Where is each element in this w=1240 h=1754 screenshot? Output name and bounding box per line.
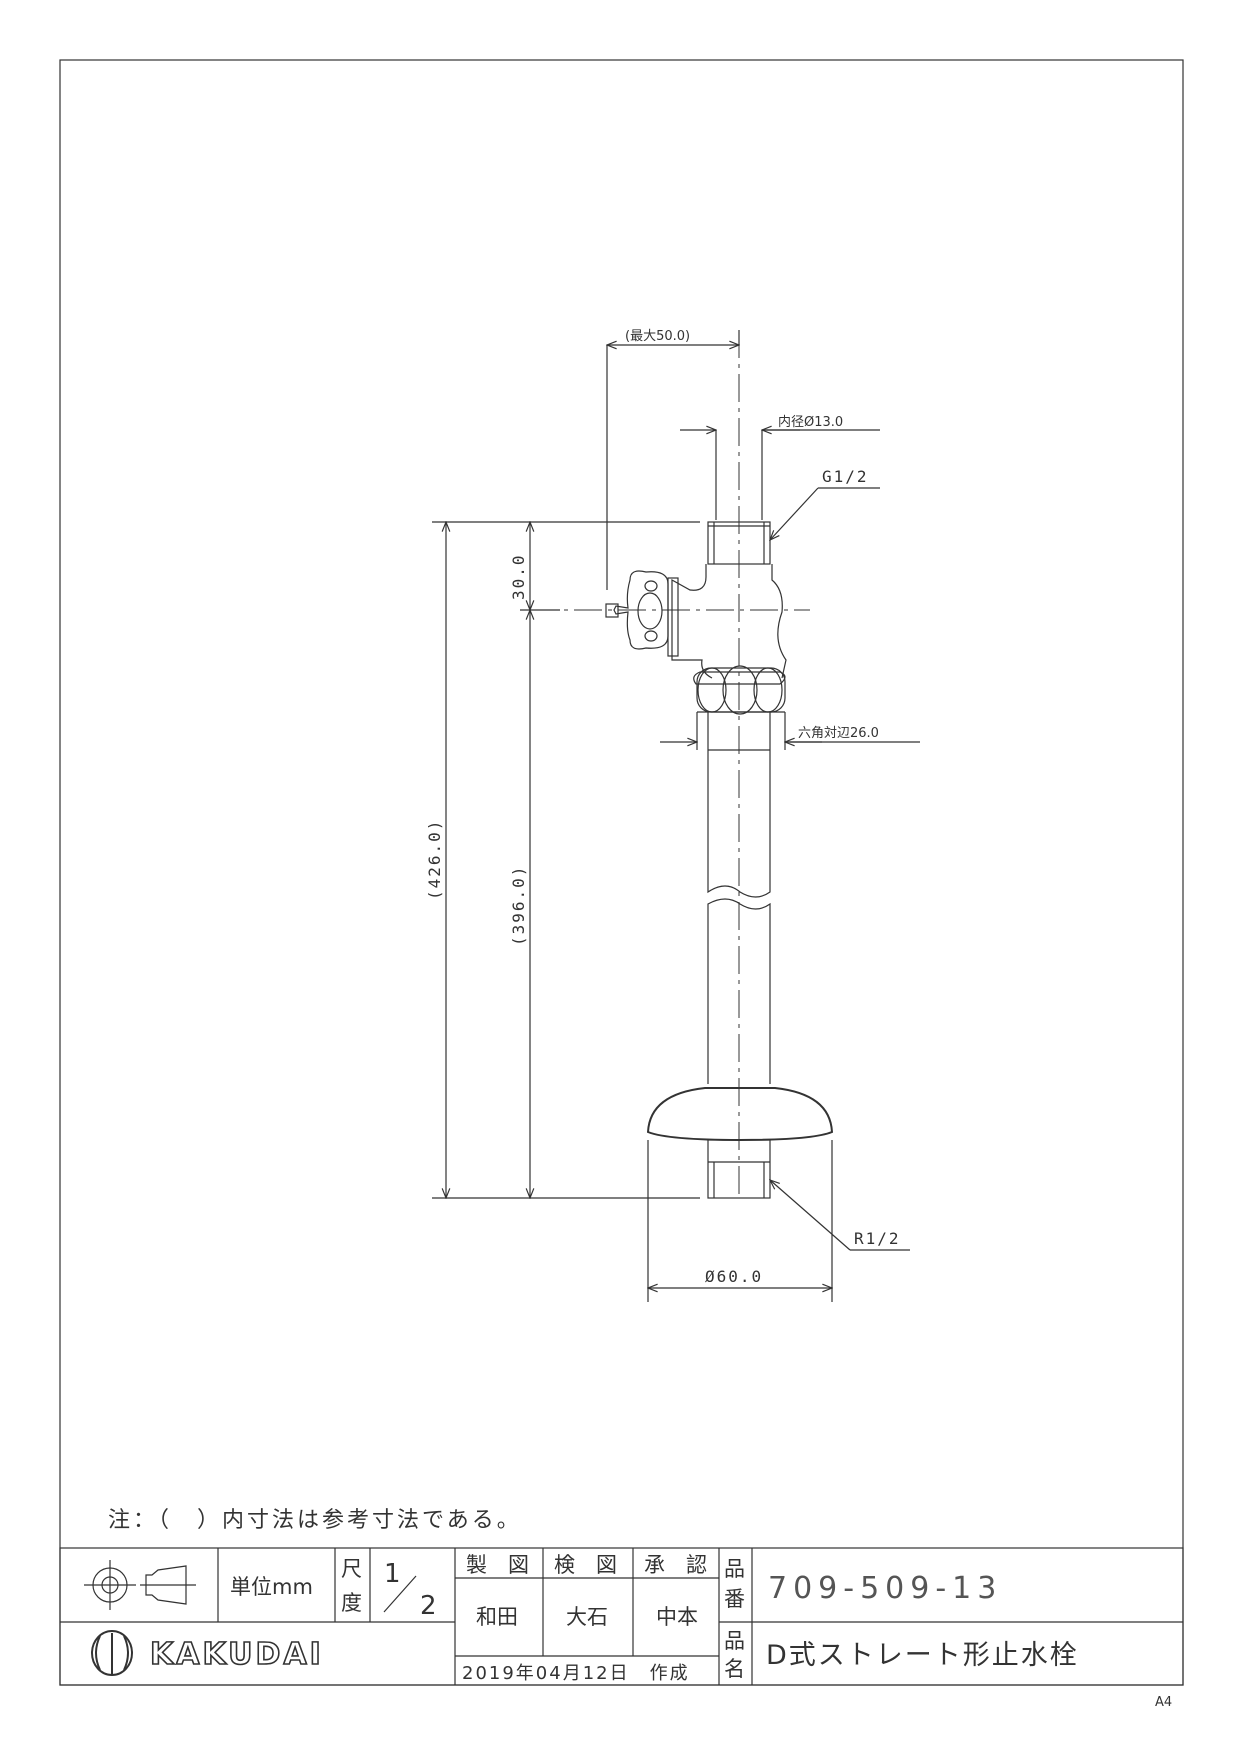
drawn-by: 和田	[476, 1605, 518, 1629]
dim-body-height: (396.0)	[509, 865, 528, 946]
dim-total-height: (426.0)	[425, 819, 444, 900]
dim-flange-diameter: Ø60.0	[705, 1267, 763, 1286]
part-no-label-2: 番	[724, 1587, 745, 1611]
paper-size: A4	[1155, 1695, 1172, 1710]
unit-label: 単位mm	[230, 1575, 313, 1599]
flange	[646, 1087, 834, 1142]
pipe-lower	[707, 898, 771, 1084]
valve-drawing	[530, 330, 834, 1200]
brand-name: KAKUDAI	[150, 1637, 324, 1672]
title-block: 単位mm 尺 度 1 2 製 図 検 図 承 認 和田 大石 中本 品 番 70…	[59, 1547, 1184, 1686]
dim-max-width: (最大50.0)	[625, 329, 690, 344]
scale-label-2: 度	[341, 1591, 362, 1615]
part-no-label-1: 品	[724, 1557, 745, 1581]
dim-bottom-thread: R1/2	[854, 1229, 901, 1248]
drawn-label: 製 図	[466, 1553, 529, 1577]
approved-label: 承 認	[644, 1553, 707, 1577]
dim-handle-offset: 30.0	[509, 553, 528, 600]
checked-by: 大石	[566, 1605, 608, 1629]
valve-body	[671, 564, 787, 679]
top-thread	[707, 521, 771, 565]
drawing-frame	[59, 59, 1184, 1686]
creation-date: 2019年04月12日 作成	[462, 1663, 690, 1684]
approved-by: 中本	[656, 1605, 698, 1629]
part-number: 709-509-13	[768, 1571, 1002, 1606]
scale-numerator: 1	[384, 1559, 401, 1589]
dimensions: (最大50.0) 内径Ø13.0 G1/2 30.0 六角対辺26.0 (426…	[425, 329, 920, 1302]
dim-hex-across-flats: 六角対辺26.0	[798, 726, 879, 741]
reference-note: 注：（ ）内寸法は参考寸法である。	[108, 1508, 522, 1533]
dim-inner-diameter: 内径Ø13.0	[778, 414, 843, 430]
handle	[613, 570, 669, 650]
dim-top-thread: G1/2	[822, 467, 869, 486]
part-name-label-1: 品	[724, 1629, 745, 1653]
part-name: D式ストレート形止水栓	[766, 1640, 1079, 1671]
part-name-label-2: 名	[724, 1657, 745, 1681]
scale-denominator: 2	[420, 1591, 437, 1621]
kakudai-logo-icon	[91, 1630, 133, 1676]
bottom-thread	[707, 1139, 771, 1199]
hex-nut	[693, 671, 786, 685]
third-angle-projection-icon	[84, 1560, 196, 1610]
scale-label-1: 尺	[341, 1557, 362, 1581]
pipe-upper	[707, 712, 771, 898]
checked-label: 検 図	[554, 1553, 617, 1577]
